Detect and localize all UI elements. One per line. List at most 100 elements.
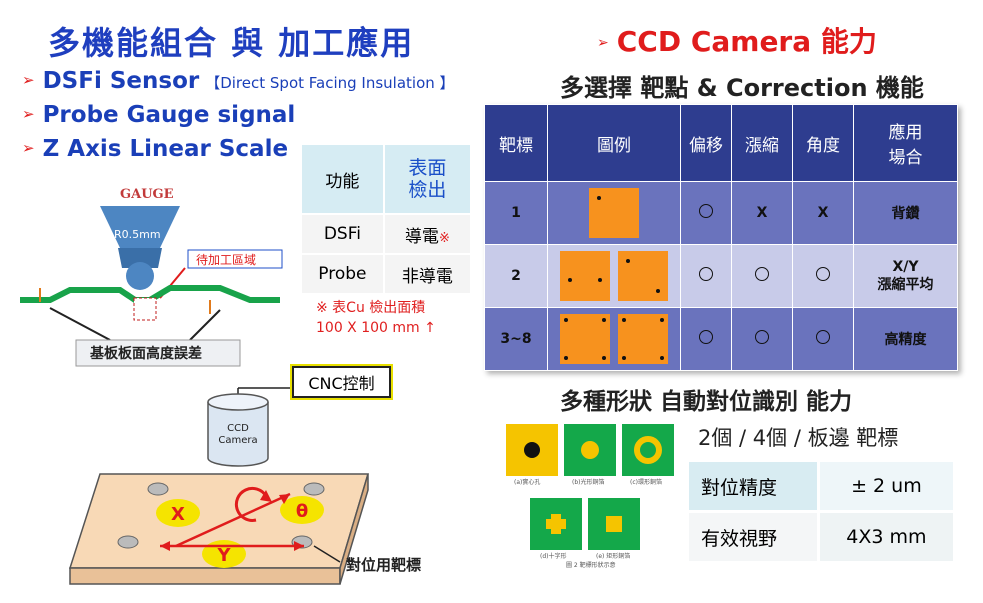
offset-cell (680, 181, 732, 245)
accuracy-row: 對位精度 ± 2 um (686, 459, 957, 513)
header-angle: 角度 (792, 104, 854, 182)
camera-label-line: CCD (227, 423, 249, 434)
function-row-probe: Probe 非導電 (300, 253, 473, 295)
target-pad (618, 314, 669, 364)
target-hole (117, 535, 139, 549)
area-label: 待加工區域 (196, 253, 256, 267)
application-value: 高精度 (853, 307, 958, 371)
shape-tile-ring-copper (622, 424, 674, 476)
rotation-arrow-icon (234, 486, 268, 522)
cnc-control-label: CNC控制 (292, 366, 391, 398)
ccd-table-header: 靶標 圖例 偏移 漲縮 角度 應用 場合 (484, 104, 958, 182)
note-line-1: ※ 表Cu 檢出面積 (316, 300, 426, 316)
function-table-header: 功能 表面 檢出 (300, 143, 473, 215)
ccd-subtitle: 多選擇 靶點 & Correction 機能 (560, 74, 924, 102)
ring-copper-icon (634, 436, 662, 464)
arrow-icon: ➢ (22, 71, 35, 89)
target-hole (303, 482, 325, 496)
arrowhead-icon (294, 541, 304, 551)
pcb-board-edge (69, 567, 341, 585)
header-application: 應用 場合 (853, 104, 958, 182)
function-note: ※ 表Cu 檢出面積 100 X 100 mm ↑ (316, 298, 436, 338)
xy-arrow (175, 492, 291, 548)
target-dot (597, 278, 602, 282)
header-scale: 漲縮 (731, 104, 793, 182)
scale-value: X (731, 181, 793, 245)
target-dot (656, 289, 661, 293)
zaxis-label: Z Axis Linear Scale (42, 136, 289, 162)
theta-label: θ (296, 501, 308, 522)
ccd-table: 靶標 圖例 偏移 漲縮 角度 應用 場合 1 X X 背鑽 2 X/Y 漲縮平均… (484, 104, 958, 371)
accuracy-value: ± 2 um (816, 459, 957, 513)
rect-copper-icon (606, 516, 622, 532)
x-axis-badge (156, 499, 200, 527)
theta-badge (280, 496, 324, 524)
target-count: 1 (484, 181, 548, 245)
gauge-diagram: GAUGE R0.5mm 待加工區域 基板板面高度誤差 (20, 187, 283, 367)
error-arrow-left (49, 307, 111, 341)
bullet-dsfi: ➢DSFi Sensor【Direct Spot Facing Insulati… (22, 68, 455, 94)
probe-label: Probe Gauge signal (42, 102, 296, 128)
pcb-board-side (339, 473, 369, 585)
target-dot (601, 356, 606, 360)
target-hole (147, 482, 169, 496)
legend-cell (547, 307, 681, 371)
angle-value: X (792, 181, 854, 245)
figure-caption: 圖 2 靶標形狀示意 (566, 561, 616, 569)
circle-mark-icon (755, 267, 769, 281)
gauge-label: GAUGE (120, 187, 174, 202)
offset-cell (680, 244, 732, 308)
offset-cell (680, 307, 732, 371)
target-dot (597, 196, 601, 200)
header-offset: 偏移 (680, 104, 732, 182)
gauge-tip (126, 262, 154, 290)
ccd-row-2: 2 X/Y 漲縮平均 (484, 244, 958, 308)
arrow-icon: ➢ (597, 35, 609, 51)
target-dot (660, 356, 665, 360)
target-dot (660, 318, 665, 322)
function-row-dsfi: DSFi 導電※ (300, 213, 473, 255)
surface-detect-header: 表面 檢出 (382, 143, 473, 215)
arrow-icon: ➢ (22, 139, 35, 157)
ccd-title-text: CCD Camera 能力 (616, 25, 877, 58)
shape-title: 多種形狀 自動對位識別 能力 (560, 389, 853, 415)
ccd-row-1: 1 X X 背鑽 (484, 181, 958, 245)
function-table: 功能 表面 檢出 DSFi 導電※ Probe 非導電 (300, 143, 473, 295)
angle-cell (792, 307, 854, 371)
gauge-body (100, 206, 180, 248)
angle-cell (792, 244, 854, 308)
note-mark: ※ (438, 230, 450, 246)
gauge-neck (118, 248, 162, 268)
ccd-row-3: 3~8 高精度 (484, 307, 958, 371)
accuracy-row: 有效視野 4X3 mm (686, 510, 957, 564)
target-count: 2 (484, 244, 548, 308)
accuracy-key: 對位精度 (686, 459, 820, 513)
camera-body (207, 402, 269, 467)
height-error-label: 基板板面高度誤差 (90, 345, 202, 362)
ccd-title: ➢ CCD Camera 能力 (597, 20, 877, 60)
function-row-value: 導電 (404, 226, 439, 247)
arrowhead-icon (279, 494, 290, 504)
header-target: 靶標 (484, 104, 548, 182)
shape-figure: (a)實心孔 (b)光形銅箔 (c)環形銅箔 (d)十字形 (e) 矩形銅箔 圖… (506, 424, 674, 569)
arrow-icon: ➢ (22, 105, 35, 123)
target-count-line: 2個 / 4個 / 板邊 靶標 (698, 426, 899, 450)
legend-cell (547, 181, 681, 245)
camera-top (207, 393, 269, 411)
accuracy-value: 4X3 mm (816, 510, 957, 564)
target-pointer (313, 545, 341, 563)
function-row-name: Probe (300, 253, 385, 295)
gauge-radius: R0.5mm (114, 228, 161, 241)
target-pad (618, 251, 669, 301)
error-arrow-right (189, 309, 221, 341)
circle-mark-icon (816, 330, 830, 344)
target-dot (622, 356, 627, 360)
y-axis-label: Y (216, 545, 231, 566)
page-title: 多機能組合 與 加工應用 (48, 24, 415, 62)
dsfi-label: DSFi Sensor (42, 68, 200, 94)
application-value: 背鑽 (853, 181, 958, 245)
accuracy-table: 對位精度 ± 2 um 有效視野 4X3 mm (686, 459, 957, 564)
target-pad (559, 314, 610, 364)
